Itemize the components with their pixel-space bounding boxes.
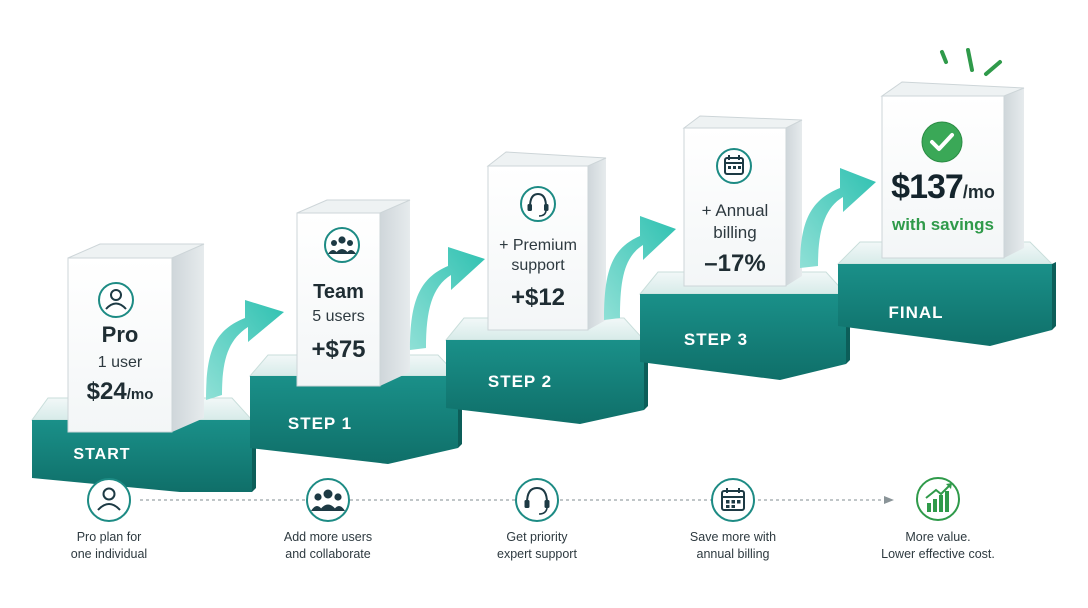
- base-front-step1: [250, 376, 458, 464]
- base-front-step2: [446, 340, 644, 424]
- caption-step2-line1: Get priority: [506, 530, 568, 544]
- caption-step3-line2: annual billing: [696, 547, 770, 561]
- user-icon: [98, 282, 134, 318]
- bottom-user-icon: [87, 478, 131, 522]
- savings-label: with savings: [891, 215, 995, 234]
- bottom-headset-icon: [515, 478, 559, 522]
- card-top-final: [880, 81, 1025, 97]
- step-start: [31, 243, 256, 492]
- arrow-step3-to-final: [800, 168, 876, 268]
- card-top-step3: [682, 115, 803, 129]
- caption-step3-line1: Save more with: [689, 530, 777, 544]
- arrow-step1-to-step2: [410, 247, 485, 350]
- price-step3: –17%: [704, 250, 766, 277]
- step-final: [836, 48, 1056, 346]
- price-row-start: $24/mo: [68, 378, 172, 406]
- arrow-step2-to-step3: [604, 216, 676, 320]
- caption-final: More value. Lower effective cost.: [863, 529, 1013, 563]
- card-content-final: $137/mo with savings: [876, 168, 1010, 235]
- stage-label-step3: STEP 3: [683, 330, 749, 349]
- base-front-step3: [640, 294, 846, 380]
- caption-start-line2: one individual: [70, 547, 148, 561]
- plan-name-step1: Team: [313, 281, 364, 303]
- card-content-start: Pro 1 user $24/mo: [68, 322, 172, 406]
- base-side-final: [1052, 262, 1056, 330]
- plan-sub-start: 1 user: [97, 354, 143, 371]
- headset-icon: [520, 186, 556, 222]
- card-side-step2: [588, 158, 606, 330]
- plan-name-step3: + Annual: [701, 201, 769, 220]
- plan-name-step2: + Premium: [499, 237, 577, 254]
- sparkle-icon: [940, 48, 1002, 76]
- caption-step1-line1: Add more users: [283, 530, 373, 544]
- stage-label-start: START: [73, 446, 131, 463]
- plan-sub-step3: billing: [713, 223, 757, 242]
- caption-final-line1: More value.: [905, 530, 971, 544]
- calendar-icon: [716, 148, 752, 184]
- base-front-final: [838, 264, 1052, 346]
- card-side-step1: [380, 200, 410, 386]
- price-row-final: $137/mo: [876, 168, 1010, 207]
- connector-arrowhead-icon: [884, 496, 894, 504]
- card-side-final: [1004, 88, 1024, 258]
- caption-start-line1: Pro plan for: [76, 530, 142, 544]
- bottom-timeline: [87, 477, 960, 522]
- price-suffix-start: /mo: [126, 386, 154, 403]
- price-suffix-final: /mo: [962, 182, 995, 202]
- card-side-start: [172, 244, 204, 432]
- caption-step3: Save more with annual billing: [658, 529, 808, 563]
- step-3: [638, 115, 850, 380]
- caption-step1-line2: and collaborate: [285, 547, 371, 561]
- card-top-step2: [486, 151, 607, 167]
- base-front-start: [32, 420, 252, 492]
- check-circle-icon: [921, 121, 963, 163]
- price-step1: +$75: [311, 336, 366, 363]
- growth-chart-icon: [916, 477, 960, 521]
- plan-sub-step1: 5 users: [312, 308, 365, 325]
- stage-label-step1: STEP 1: [287, 414, 353, 433]
- price-step2: +$12: [510, 284, 566, 311]
- arrow-start-to-step1: [206, 300, 284, 400]
- plan-sub-step2: support: [511, 257, 565, 274]
- card-side-step3: [786, 120, 802, 286]
- stage-label-final: FINAL: [888, 303, 944, 322]
- step-1: [248, 199, 462, 464]
- price-start: $24: [86, 378, 127, 405]
- price-final: $137: [891, 168, 964, 206]
- card-content-step1: Team 5 users +$75: [297, 281, 380, 364]
- caption-step2-line2: expert support: [497, 547, 577, 561]
- caption-step2: Get priority expert support: [462, 529, 612, 563]
- bottom-team-icon: [306, 478, 350, 522]
- caption-step1: Add more users and collaborate: [253, 529, 403, 563]
- caption-final-line2: Lower effective cost.: [881, 547, 995, 561]
- card-content-step2: + Premium support +$12: [488, 236, 588, 312]
- step-2: [444, 151, 648, 424]
- card-content-step3: + Annual billing –17%: [684, 200, 786, 278]
- stage-label-step2: STEP 2: [487, 372, 553, 391]
- bottom-calendar-icon: [711, 478, 755, 522]
- plan-name-start: Pro: [101, 322, 139, 347]
- team-icon: [324, 227, 360, 263]
- caption-start: Pro plan for one individual: [34, 529, 184, 563]
